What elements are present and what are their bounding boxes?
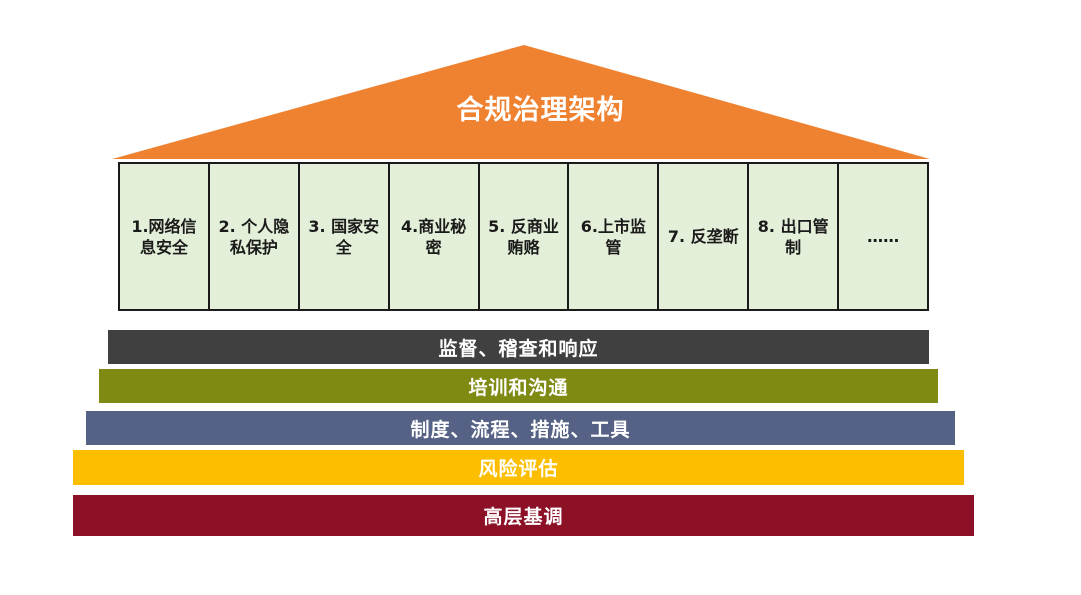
pillar-privacy-protection: 2. 个人隐私保护 (209, 164, 300, 309)
layer-policies: 制度、流程、措施、工具 (86, 411, 955, 445)
pillars-row: 1.网络信息安全 2. 个人隐私保护 3. 国家安全 4.商业秘密 5. 反商业… (118, 162, 929, 311)
pillar-national-security: 3. 国家安全 (299, 164, 390, 309)
layer-training: 培训和沟通 (99, 369, 938, 403)
roof-shape (112, 45, 930, 159)
pillar-label: 7. 反垄断 (667, 227, 739, 246)
pillar-network-security: 1.网络信息安全 (120, 164, 210, 309)
pillar-label: 2. 个人隐私保护 (218, 216, 290, 257)
pillar-export-control: 8. 出口管制 (749, 164, 840, 309)
pillar-anti-bribery: 5. 反商业贿赂 (479, 164, 570, 309)
pillar-label: 3. 国家安全 (308, 216, 380, 257)
pillar-label: 5. 反商业贿赂 (488, 216, 559, 257)
layer-risk-assessment: 风险评估 (73, 450, 964, 485)
pillar-more: …… (839, 164, 928, 309)
roof-title: 合规治理架构 (456, 95, 625, 126)
pillar-antitrust: 7. 反垄断 (659, 164, 750, 309)
pillar-label: …… (867, 227, 900, 246)
layer-monitoring: 监督、稽查和响应 (108, 330, 929, 364)
pillar-listing-regulation: 6.上市监管 (569, 164, 660, 309)
pillar-label: 4.商业秘密 (401, 216, 467, 257)
layer-tone-at-top: 高层基调 (73, 495, 974, 536)
pillar-trade-secrets: 4.商业秘密 (389, 164, 480, 309)
pillar-label: 6.上市监管 (580, 216, 646, 257)
pillar-label: 1.网络信息安全 (131, 216, 197, 257)
roof-triangle (112, 45, 930, 159)
pillar-label: 8. 出口管制 (757, 216, 829, 257)
